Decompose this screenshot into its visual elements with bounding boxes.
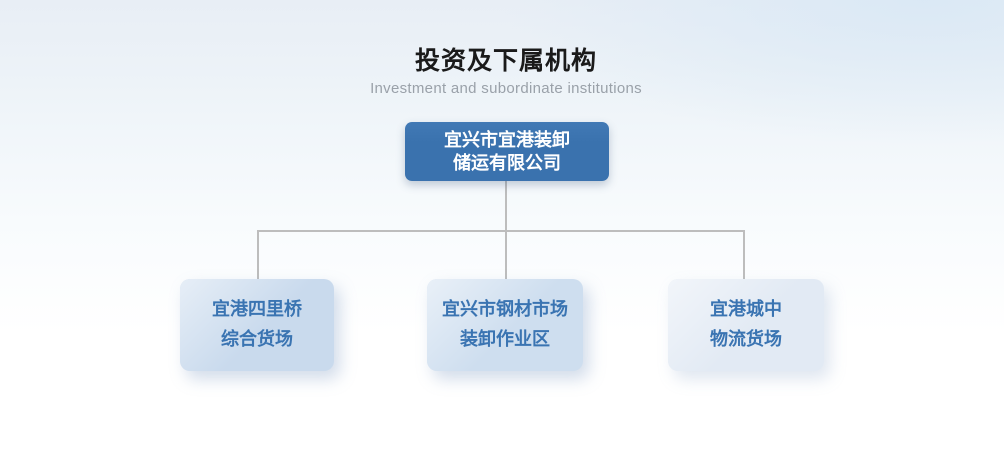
org-node-child-chengzhong-logistics-yard: 宜港城中 物流货场 bbox=[668, 279, 824, 371]
section-header: 投资及下属机构 Investment and subordinate insti… bbox=[0, 46, 1004, 98]
connector-horizontal-line bbox=[257, 230, 745, 232]
connector-drop-right bbox=[743, 231, 745, 279]
page-subtitle: Investment and subordinate institutions bbox=[370, 80, 642, 97]
connector-root-stub bbox=[505, 181, 507, 231]
connector-drop-left bbox=[257, 231, 259, 279]
org-node-label-line1: 宜港城中 bbox=[710, 299, 782, 319]
org-node-label-line2: 物流货场 bbox=[710, 329, 782, 349]
page-title: 投资及下属机构 bbox=[414, 47, 597, 75]
org-node-root: 宜兴市宜港装卸 储运有限公司 bbox=[405, 122, 609, 181]
org-node-label-line1: 宜兴市钢材市场 bbox=[442, 299, 568, 319]
org-node-child-steel-market-loading-area: 宜兴市钢材市场 装卸作业区 bbox=[427, 279, 583, 371]
org-node-root-label-line1: 宜兴市宜港装卸 bbox=[444, 130, 570, 150]
org-node-label-line1: 宜港四里桥 bbox=[212, 299, 302, 319]
org-node-root-label-line2: 储运有限公司 bbox=[453, 153, 561, 173]
connector-drop-center bbox=[505, 231, 507, 279]
org-node-label-line2: 装卸作业区 bbox=[460, 329, 550, 349]
org-node-label-line2: 综合货场 bbox=[221, 329, 293, 349]
org-node-child-siliqiao-freight-yard: 宜港四里桥 综合货场 bbox=[180, 279, 334, 371]
